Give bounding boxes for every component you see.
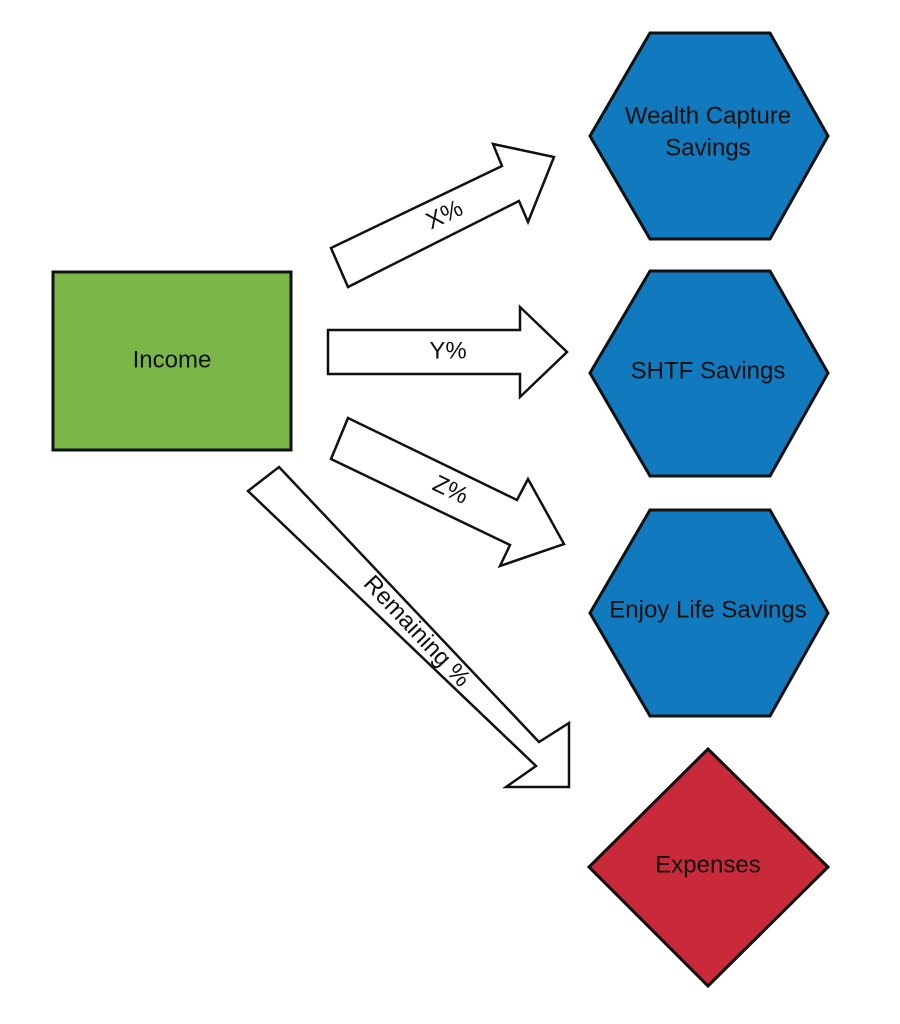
- expenses-diamond: [586, 746, 831, 989]
- wealth-capture-hexagon: [588, 31, 830, 241]
- arrow-y-percent: Y%: [326, 304, 569, 400]
- shtf-hexagon: [588, 269, 830, 478]
- arrow-x-percent: X%: [329, 142, 556, 289]
- expenses-label: Expenses: [655, 851, 760, 878]
- enjoy-life-label: Enjoy Life Savings: [609, 596, 806, 623]
- income-box-shape: [51, 270, 293, 452]
- expenses-node: Expenses: [586, 746, 831, 989]
- wealth-capture-savings-node: Wealth Capture Savings: [588, 31, 830, 241]
- arrow-z-shape: [329, 416, 566, 569]
- arrow-y-shape: [326, 304, 569, 400]
- shtf-savings-node: SHTF Savings: [588, 269, 830, 478]
- wealth-capture-label-line-1: Wealth Capture: [625, 102, 791, 129]
- shtf-label: SHTF Savings: [631, 357, 786, 384]
- arrow-remaining-shape: [246, 465, 571, 789]
- arrow-remaining-label: Remaining %: [358, 570, 476, 692]
- arrow-z-percent: Z%: [329, 416, 566, 569]
- income-label: Income: [133, 346, 212, 373]
- arrow-y-label: Y%: [429, 337, 466, 364]
- wealth-capture-label-line-2: Savings: [665, 134, 750, 161]
- income-box: Income: [51, 270, 293, 452]
- enjoy-life-hexagon: [588, 508, 830, 718]
- enjoy-life-savings-node: Enjoy Life Savings: [588, 508, 830, 718]
- arrow-x-shape: [329, 142, 556, 289]
